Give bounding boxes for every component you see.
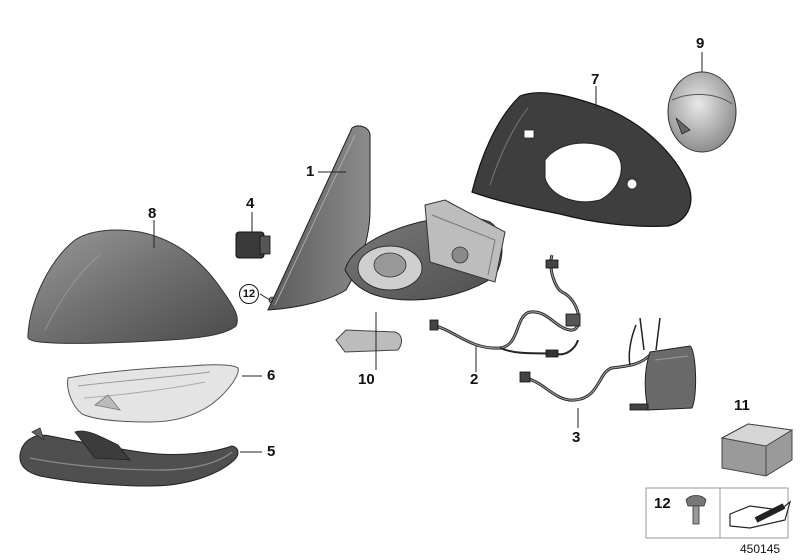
callout-2: 2: [470, 371, 479, 388]
part-11-box: [720, 423, 794, 477]
callout-7: 7: [591, 71, 600, 88]
callout-12: 12: [239, 284, 259, 304]
callout-1: 1: [306, 163, 315, 180]
callout-5: 5: [267, 443, 276, 460]
part-7-housing-frame: [471, 92, 692, 227]
callout-9: 9: [696, 35, 705, 52]
part-5-lower-trim: [19, 427, 239, 487]
callout-11: 11: [734, 397, 750, 414]
part-9-mirror-motor: [667, 71, 737, 153]
legend-number-12: 12: [654, 495, 671, 512]
part-6-turn-signal: [67, 364, 239, 423]
legend-panel: [645, 487, 792, 539]
part-2-wiring-harness: [429, 254, 581, 358]
part-10-cover: [335, 329, 403, 353]
document-number: 450145: [740, 542, 781, 556]
part-4-connector: [235, 231, 271, 259]
callout-6: 6: [267, 367, 276, 384]
callout-10: 10: [358, 371, 375, 388]
part-1-mirror-base: [267, 125, 506, 311]
part-3-harness-module: [519, 317, 697, 411]
callout-3: 3: [572, 429, 581, 446]
callout-8: 8: [148, 205, 157, 222]
part-8-mirror-cap: [27, 229, 238, 344]
callout-4: 4: [246, 195, 255, 212]
leader-lines: [153, 52, 703, 453]
